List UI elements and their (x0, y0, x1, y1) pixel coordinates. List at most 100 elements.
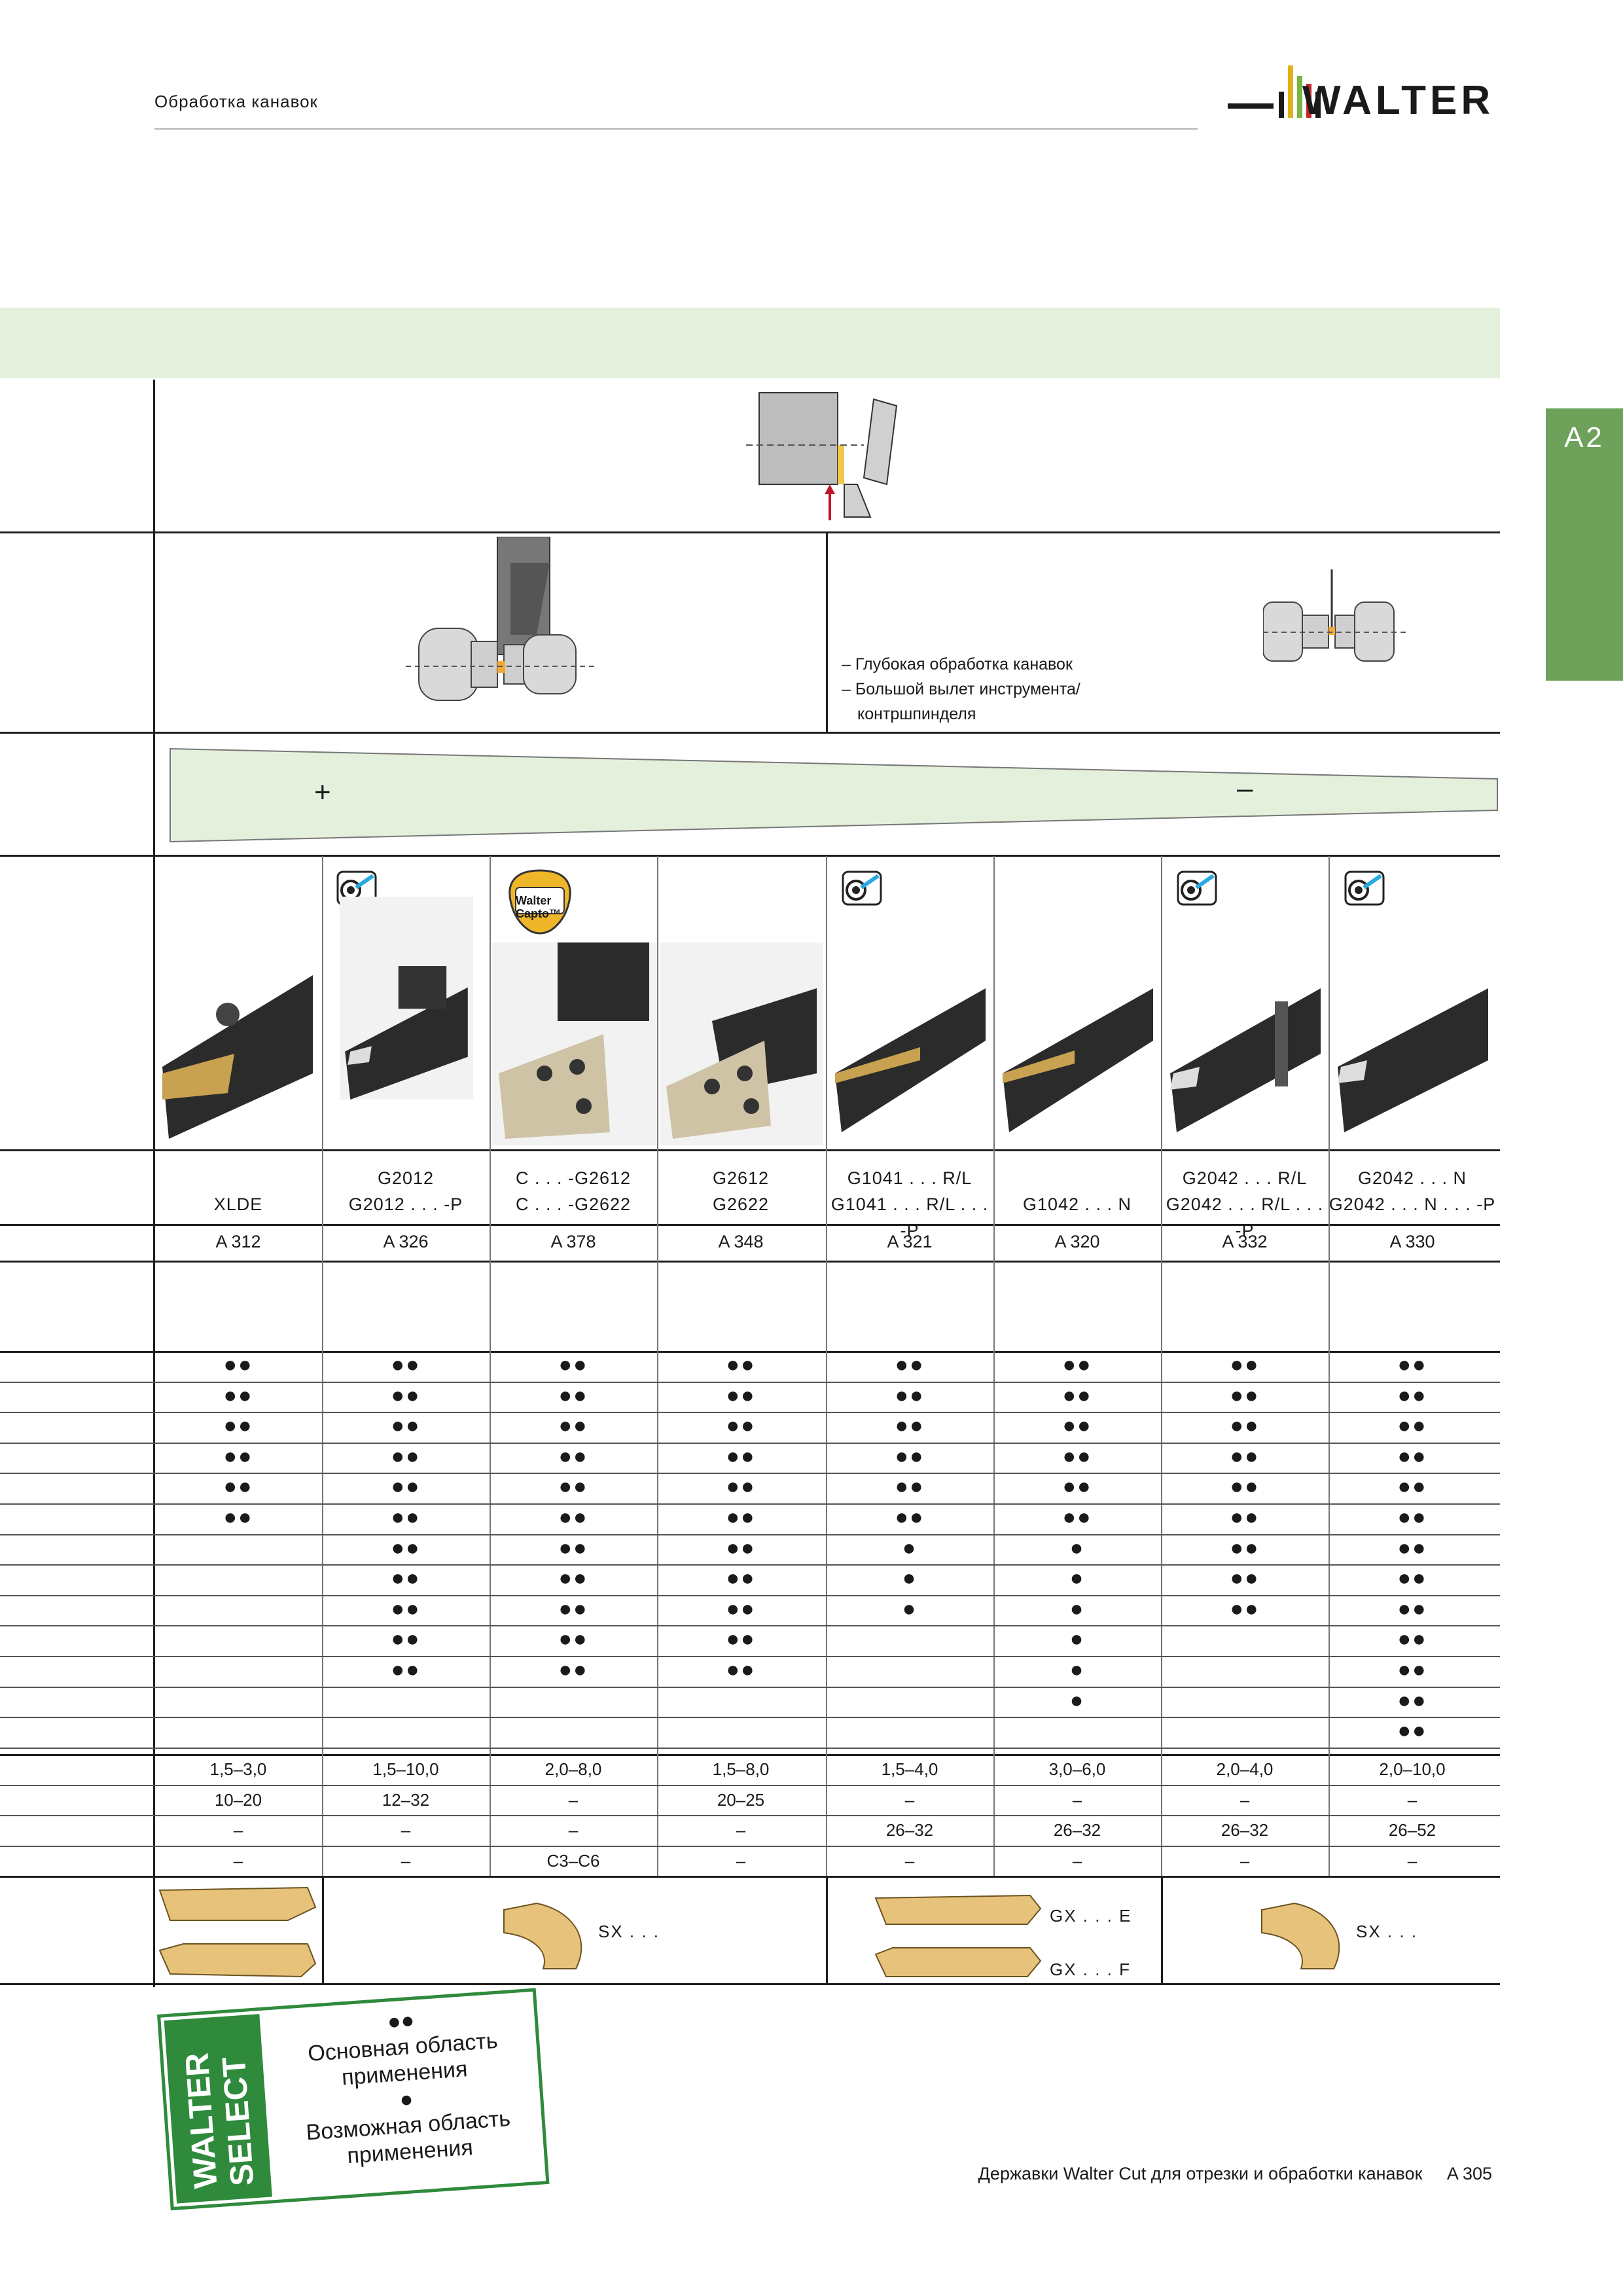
col-divider (322, 856, 323, 1876)
tool-code (154, 1165, 322, 1191)
application-dot: ●● (1397, 1566, 1427, 1591)
spec-value: 1,5–3,0 (209, 1759, 267, 1779)
application-dot: ●● (895, 1382, 925, 1408)
section-title: Обработка канавок (154, 92, 318, 111)
page-ref-link[interactable]: A 348 (718, 1232, 764, 1251)
spec-value: 1,5–4,0 (881, 1759, 938, 1779)
application-dot: ●● (223, 1474, 253, 1499)
application-dot: ●● (558, 1382, 588, 1408)
spec-value: C3–C6 (546, 1850, 600, 1871)
spec-value: 20–25 (717, 1789, 765, 1810)
insert-label: SX . . . (598, 1922, 660, 1941)
feature-note: – Глубокая обработка канавок (842, 655, 1073, 673)
spec-value: – (904, 1789, 915, 1810)
spec-value: 26–52 (1388, 1820, 1436, 1840)
application-dot: ●● (895, 1505, 925, 1530)
application-dot: ●● (1397, 1382, 1427, 1408)
spec-row-line (0, 1845, 1500, 1847)
header-rule (154, 128, 1198, 130)
application-dot: ●● (1397, 1626, 1427, 1652)
application-dot: ●● (391, 1566, 421, 1591)
divider (826, 531, 828, 732)
application-dot: ●● (558, 1443, 588, 1469)
application-dot: ●● (726, 1443, 756, 1469)
matrix-row-line (0, 1564, 1500, 1566)
application-dot: ●● (1397, 1718, 1427, 1744)
spec-value: – (568, 1820, 579, 1840)
application-dot: ●● (391, 1596, 421, 1621)
application-dot: ●● (558, 1566, 588, 1591)
application-dot: ●● (1230, 1535, 1260, 1560)
feature-note: контршпинделя (857, 705, 976, 723)
divider (0, 1876, 1500, 1878)
col-divider (826, 1876, 828, 1983)
application-dot: ●● (391, 1382, 421, 1408)
application-dot: ●● (1062, 1443, 1092, 1469)
col-divider (1161, 856, 1162, 1876)
application-dot: ●● (895, 1474, 925, 1499)
spec-value: – (1407, 1789, 1418, 1810)
spec-value: 26–32 (1053, 1820, 1101, 1840)
application-dot: ●● (726, 1535, 756, 1560)
application-dot: ● (1069, 1657, 1085, 1682)
application-dot: ●● (1397, 1535, 1427, 1560)
tool-code: G2042 . . . R/L (1182, 1168, 1308, 1188)
application-dot: ● (902, 1596, 918, 1621)
application-dot: ●● (726, 1505, 756, 1530)
page-ref-link[interactable]: A 378 (550, 1232, 596, 1251)
application-dot: ●● (558, 1535, 588, 1560)
application-dot: ●● (726, 1352, 756, 1377)
application-dot: ●● (726, 1596, 756, 1621)
application-dot: ●● (1230, 1413, 1260, 1439)
insert-label: GX . . . E (1050, 1906, 1132, 1926)
application-dot: ● (902, 1535, 918, 1560)
page-ref-link[interactable]: A 321 (887, 1232, 933, 1251)
spec-value: – (1072, 1850, 1082, 1871)
tool-code-cell: C . . . -G2612 C . . . -G2622 (490, 1165, 657, 1217)
matrix-row-line (0, 1473, 1500, 1475)
col-divider (993, 856, 995, 1876)
application-dot: ●● (1230, 1566, 1260, 1591)
application-dot: ● (1069, 1535, 1085, 1560)
page-ref-link[interactable]: A 320 (1054, 1232, 1100, 1251)
application-dot: ●● (223, 1443, 253, 1469)
spec-value: – (1240, 1850, 1250, 1871)
page-ref-link[interactable]: A 332 (1222, 1232, 1268, 1251)
insert-xlde-top-icon (158, 1886, 317, 1921)
application-dot: ●● (223, 1505, 253, 1530)
row-label-divider (153, 380, 155, 1987)
application-dot: ●● (895, 1413, 925, 1439)
footer-title: Державки Walter Cut для отрезки и обрабо… (978, 2164, 1423, 2183)
tool-photo-g1041 (835, 988, 986, 1132)
tool-code-cell: G1042 . . . N (993, 1165, 1161, 1217)
page-ref-link[interactable]: A 326 (383, 1232, 429, 1251)
matrix-row-line (0, 1534, 1500, 1535)
page-ref-link[interactable]: A 312 (215, 1232, 261, 1251)
application-dot: ●● (391, 1443, 421, 1469)
tool-code: G2042 . . . N . . . -P (1329, 1194, 1496, 1214)
divider (0, 1351, 1500, 1353)
col-divider (1329, 856, 1330, 1876)
application-dot: ● (1069, 1626, 1085, 1652)
tool-code: G1041 . . . R/L . . . -P (830, 1194, 989, 1240)
tool-code: C . . . -G2612 (515, 1168, 632, 1188)
stability-plus: + (314, 776, 331, 808)
col-divider (1161, 1876, 1163, 1983)
spec-value: – (904, 1850, 915, 1871)
matrix-row-line (0, 1594, 1500, 1596)
spec-value: – (233, 1850, 243, 1871)
coolant-icon (1177, 870, 1217, 906)
tool-code: C . . . -G2622 (515, 1194, 632, 1214)
spec-value: – (1072, 1789, 1082, 1810)
application-dot: ●● (1062, 1413, 1092, 1439)
spec-value: 3,0–6,0 (1048, 1759, 1106, 1779)
matrix-row-line (0, 1503, 1500, 1505)
application-dot: ●● (391, 1626, 421, 1652)
page-ref-link[interactable]: A 330 (1389, 1232, 1435, 1251)
insert-label: SX . . . (1356, 1922, 1418, 1941)
spec-value: – (401, 1850, 411, 1871)
tool-code: G2012 (377, 1168, 435, 1188)
